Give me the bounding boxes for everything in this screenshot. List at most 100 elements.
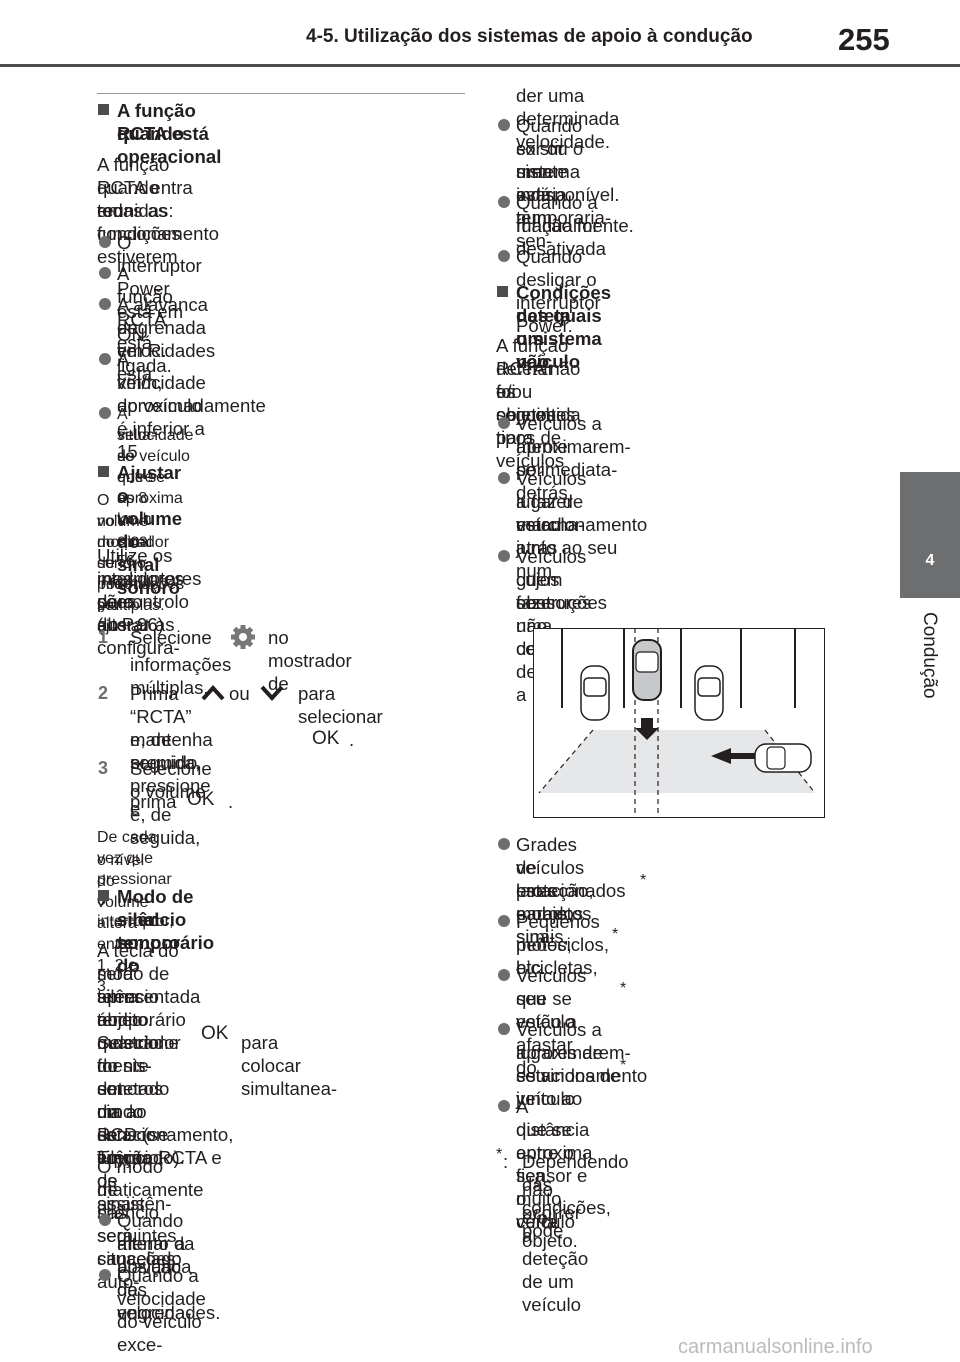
bullet-icon [498, 472, 510, 484]
list-item: Quando a função for desativada [516, 192, 606, 259]
footnote-marker: * [612, 926, 619, 943]
heading: Modo de silêncio temporário do [117, 886, 215, 976]
list-item: O interruptor Power está em ON. [117, 232, 202, 345]
paragraph: ções. (→P.96) [97, 591, 164, 635]
list-item: A alavanca de velocidades está [117, 294, 216, 384]
ok-button-glyph: OK [312, 728, 340, 749]
paragraph: e/ou objetos: [496, 381, 562, 425]
paragraph: medidores para alterar as configura- [97, 568, 184, 658]
list-item: Veículos que se estão a afastar do [516, 965, 587, 1078]
paragraph: O modo de silêncio será cancelado auto- [97, 1156, 182, 1292]
paragraph: A função RCTA não foi concebida para [496, 335, 581, 448]
step-text: prima [130, 791, 177, 812]
note: O volume do sinal sonoro pode ser ajusta… [97, 492, 158, 635]
footnote-colon: : [503, 1151, 509, 1172]
heading: quando [117, 123, 185, 144]
list-item: obstruções [516, 592, 607, 613]
paragraph: cia ao estacionamento, função RCTA e [97, 1101, 234, 1168]
step-text: ou [229, 683, 250, 704]
note: o nível do volume altera entre 1, 2 e 3. [97, 852, 149, 995]
chevron-up-icon [201, 685, 225, 701]
footnote-marker: * [640, 872, 647, 889]
paragraph: Selecione [97, 1032, 179, 1053]
heading: deteta um veículo [516, 305, 581, 372]
heading: Ajustar o volume do sinal sonoro [117, 462, 183, 598]
paragraph: reunidas: [97, 200, 174, 221]
list-item: Veículos a aproximarem-se imediata- [516, 413, 631, 480]
list-item: situa-se entre os 8 km/h e os 56 km/h. [117, 427, 157, 591]
bullet-icon [99, 267, 111, 279]
ok-button-glyph: OK [187, 789, 215, 810]
page-number: 255 [838, 22, 890, 57]
bullet-icon [498, 1100, 510, 1112]
step-text: para selecionar [298, 683, 383, 727]
footnote-marker: * [620, 980, 627, 997]
paragraph: A tecla do modo de silêncio temporário [97, 940, 186, 1030]
list-item: sor ou o sistema está temporaria- [516, 138, 612, 228]
bullet-icon [498, 417, 510, 429]
paragraph: quando todas as condições estiverem [97, 177, 181, 267]
list-item: que se aproxima fica muito curta [516, 1119, 593, 1232]
note: no mostrador de informações múltiplas. [97, 513, 185, 614]
footnote: Dependendo das condições, pode [522, 1151, 629, 1241]
list-item: Quando a velocidade do veículo exce- [117, 1265, 206, 1355]
bullet-icon [99, 236, 111, 248]
list-item: peões, etc. [516, 934, 572, 978]
step-text: Selecione o volume e, de seguida, [130, 758, 212, 848]
list-item: veículo [516, 514, 575, 535]
heading: A função RCTA está operacional [117, 100, 222, 167]
chevron-down-icon [260, 685, 284, 701]
paragraph: para colocar simultanea- [241, 1032, 338, 1099]
step-text: informações múltiplas. [130, 654, 232, 698]
chapter-tab[interactable]: 4 [900, 472, 960, 598]
list-item: seu veículo [516, 1065, 575, 1109]
paragraph: mente em modo de silêncio, os sinais [97, 1055, 165, 1214]
paragraph: Utilize os interruptores de controlo dos [97, 545, 202, 635]
list-item: A velocidade do veículo que se aproxima [117, 406, 194, 507]
heading: Condições nas quais o sistema não [516, 282, 612, 372]
list-item: engrenada em R. [117, 317, 206, 361]
list-item: A velocidade do veículo é inferior a 15 [117, 349, 206, 462]
heading-square-icon [98, 890, 109, 901]
footnote: não ocorrer a deteção de um veículo [522, 1179, 589, 1315]
footnote-marker: * [620, 1057, 627, 1074]
step-number: 2 [98, 683, 109, 703]
list-item: mento da alavanca das velocidades. [117, 1233, 221, 1323]
note: De cada vez que pressionar o interruptor… [97, 829, 174, 930]
chapter-label: Condução [919, 612, 940, 699]
list-item: lugar de estacionamento junto ao seu [516, 491, 648, 558]
list-item: Quando desligar o interruptor Power. [516, 246, 601, 336]
bullet-icon [99, 1214, 111, 1226]
list-item: Quando existir uma avaria num sen- [516, 115, 583, 251]
list-item: mente por detrás [516, 436, 568, 503]
paragraph: A função RCTA entra em funcionamento [97, 154, 219, 244]
watermark: carmanualsonline.info [678, 1336, 873, 1358]
paragraph: maticamente nas seguintes situações: [97, 1179, 204, 1269]
step-text: no mostrador de [268, 627, 352, 694]
gear-icon [231, 625, 255, 649]
chapter-number: 4 [925, 552, 935, 569]
list-item: Pequenos motociclos, bicicletas, [516, 911, 609, 978]
bullet-icon [99, 353, 111, 365]
step-text: Selecione [130, 627, 212, 648]
list-item: mente indisponível. [516, 161, 620, 205]
ok-button-glyph: OK [201, 1023, 229, 1044]
list-item-continued: der uma determinada velocidade. [516, 85, 620, 152]
bullet-icon [498, 119, 510, 131]
step-number: 1 [98, 627, 109, 647]
paragraph: tema áudio quando for detetado um [97, 986, 170, 1122]
section-title: 4-5. Utilização dos sistemas de apoio à … [306, 26, 753, 47]
heading: sinal sonoro [117, 909, 181, 953]
step-text: Prima [130, 683, 179, 704]
list-item: seu veículo [516, 988, 575, 1032]
heading-square-icon [98, 104, 109, 115]
bullet-icon [99, 407, 111, 419]
paragraph: RCD (se equipado). [97, 1124, 185, 1168]
heading-square-icon [98, 466, 109, 477]
bullet-icon [498, 250, 510, 262]
bullet-icon [99, 1269, 111, 1281]
bullet-icon [498, 1023, 510, 1035]
paragraph: sonoros do sensor Toyota de assistên- [97, 1078, 172, 1214]
paragraph: será apresentada no mostrador do sis- [97, 963, 201, 1076]
list-item: Veículos a aproximarem-se vindos de [516, 1019, 631, 1086]
